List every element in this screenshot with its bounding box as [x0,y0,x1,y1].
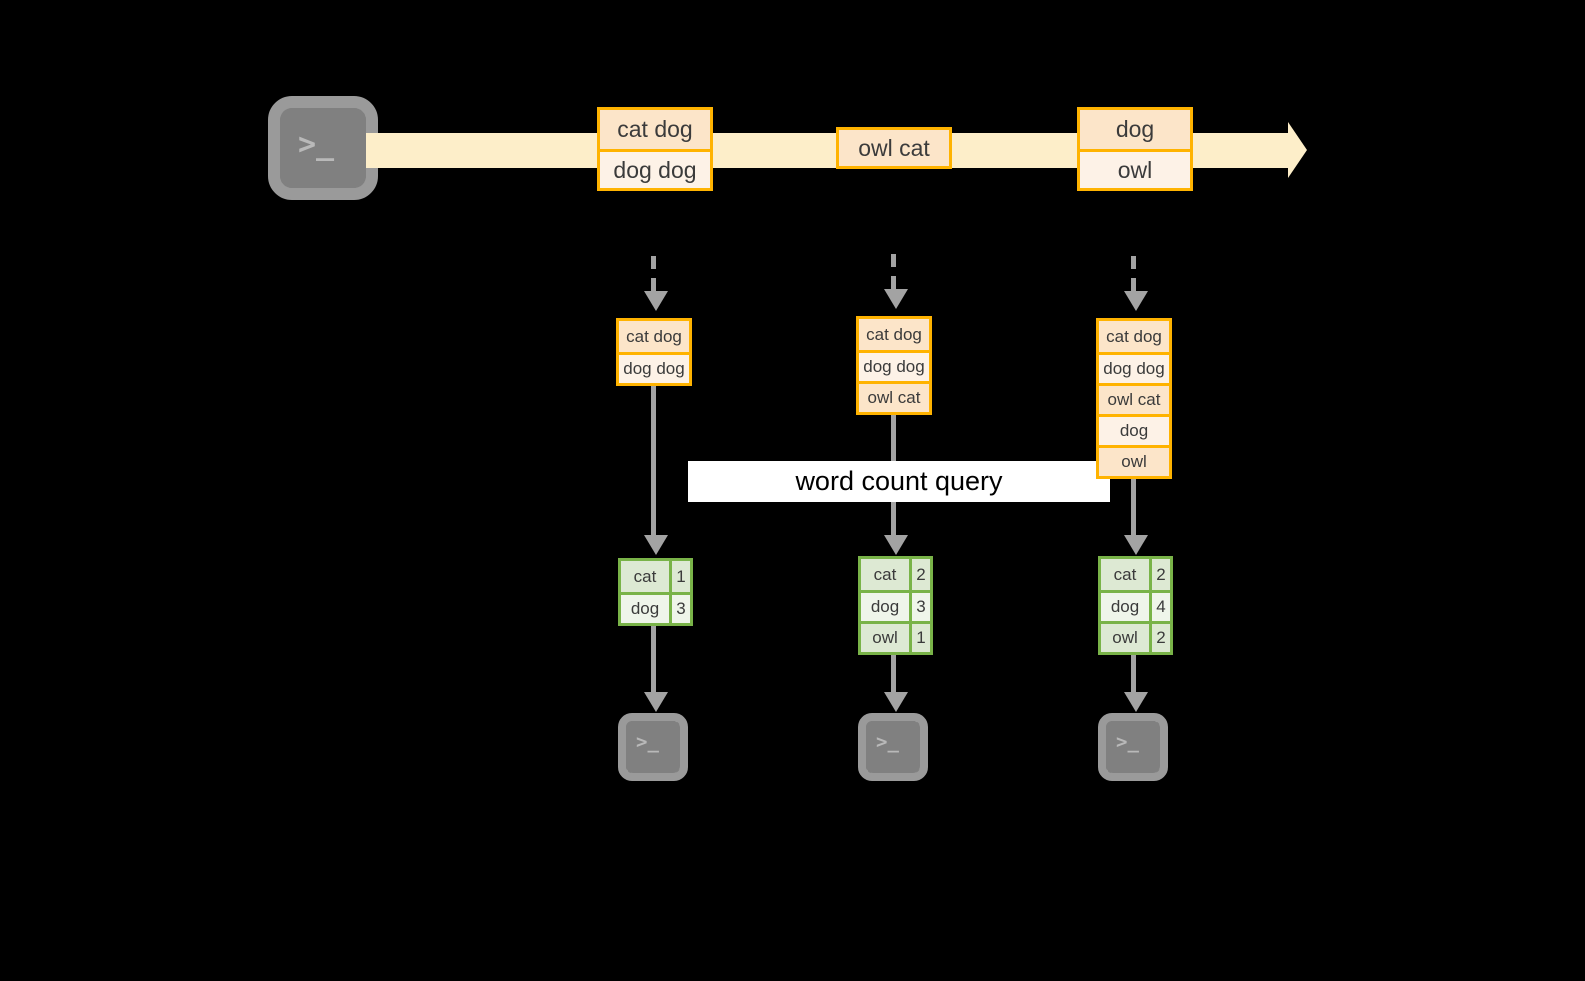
word-cell: dog [621,595,669,623]
terminal-screen [626,721,680,773]
consumer-terminal-icon-3: >_ [1098,713,1168,781]
query-arrowhead-icon-2 [884,535,908,555]
count-cell: 2 [1149,624,1170,652]
word-cell: owl [1101,624,1149,652]
stream-record-line: cat dog [600,110,710,149]
table-row: cat 2 [1101,559,1170,590]
count-cell: 2 [909,559,930,590]
output-line-1 [651,626,656,694]
output-arrowhead-icon-3 [1124,692,1148,712]
terminal-prompt-glyph: >_ [636,731,659,753]
snapshot-line: cat dog [1099,321,1169,352]
table-row: owl 1 [861,621,930,652]
query-label-text: word count query [795,466,1003,496]
snapshot-trigger-line-1 [651,256,656,294]
consumer-terminal-icon-2: >_ [858,713,928,781]
output-arrowhead-icon-1 [644,692,668,712]
consumer-terminal-icon-1: >_ [618,713,688,781]
snapshot-line: owl cat [1099,383,1169,414]
word-cell: cat [1101,559,1149,590]
terminal-prompt-glyph: >_ [1116,731,1139,753]
snapshot-trigger-line-3 [1131,256,1136,294]
stream-record-line: dog dog [600,149,710,188]
result-table-2: cat 2 dog 3 owl 1 [858,556,933,655]
terminal-prompt-glyph: >_ [876,731,899,753]
terminal-screen [1106,721,1160,773]
snapshot-line: dog dog [1099,352,1169,383]
query-label: word count query [688,461,1110,502]
query-line-1 [651,386,656,537]
count-cell: 2 [1149,559,1170,590]
output-line-3 [1131,655,1136,694]
snapshot-line: dog dog [859,350,929,381]
snapshot-line: cat dog [859,319,929,350]
table-row: dog 3 [861,590,930,621]
snapshot-trigger-line-2 [891,254,896,292]
snapshot-trigger-arrowhead-icon-3 [1124,291,1148,311]
word-cell: dog [861,593,909,621]
count-cell: 4 [1149,593,1170,621]
result-table-3: cat 2 dog 4 owl 2 [1098,556,1173,655]
snapshot-1: cat dog dog dog [616,318,692,386]
terminal-prompt-glyph: >_ [298,127,335,162]
query-arrowhead-icon-1 [644,535,668,555]
snapshot-trigger-arrowhead-icon-1 [644,291,668,311]
snapshot-line: cat dog [619,321,689,352]
word-cell: dog [1101,593,1149,621]
table-row: dog 4 [1101,590,1170,621]
stream-record-line: owl cat [839,130,949,166]
count-cell: 1 [669,561,690,592]
stream-arrow-head-icon [1288,122,1307,178]
table-row: owl 2 [1101,621,1170,652]
output-line-2 [891,655,896,694]
table-row: dog 3 [621,592,690,623]
query-arrowhead-icon-3 [1124,535,1148,555]
word-cell: owl [861,624,909,652]
result-table-1: cat 1 dog 3 [618,558,693,626]
count-cell: 1 [909,624,930,652]
snapshot-trigger-arrowhead-icon-2 [884,289,908,309]
snapshot-line: owl cat [859,381,929,412]
word-cell: cat [621,561,669,592]
snapshot-2: cat dog dog dog owl cat [856,316,932,415]
producer-terminal-icon: >_ [268,96,378,200]
snapshot-line: dog [1099,414,1169,445]
snapshot-3: cat dog dog dog owl cat dog owl [1096,318,1172,479]
table-row: cat 1 [621,561,690,592]
stream-record-group-1: cat dog dog dog [597,107,713,191]
snapshot-line: dog dog [619,352,689,383]
output-arrowhead-icon-2 [884,692,908,712]
stream-record-group-3: dog owl [1077,107,1193,191]
snapshot-line: owl [1099,445,1169,476]
table-row: cat 2 [861,559,930,590]
stream-record-line: owl [1080,149,1190,188]
terminal-screen [866,721,920,773]
count-cell: 3 [909,593,930,621]
terminal-screen [280,108,366,188]
query-line-3 [1131,479,1136,537]
word-cell: cat [861,559,909,590]
stream-record-line: dog [1080,110,1190,149]
stream-record-group-2: owl cat [836,127,952,169]
count-cell: 3 [669,595,690,623]
